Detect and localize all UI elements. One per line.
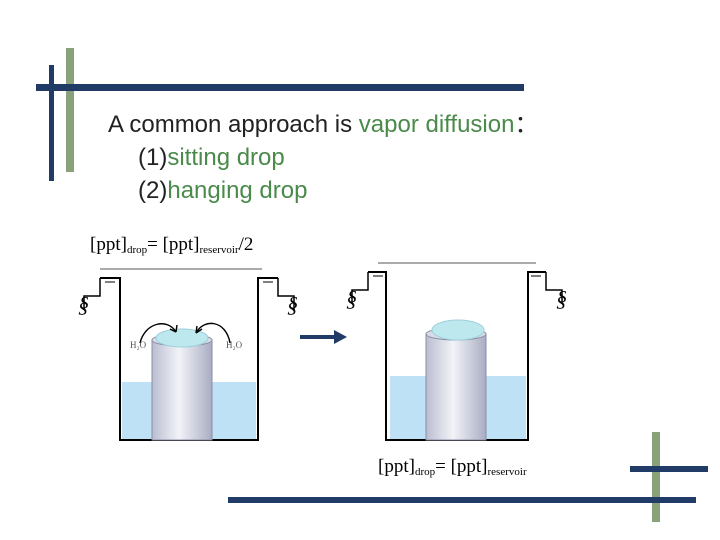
sitting-drop [155,328,209,348]
drop-post [151,339,213,441]
list-item-number: (1) [138,144,168,171]
formula-term: /2 [238,234,254,255]
decor-vertical-bar-top-left-2 [49,65,54,181]
process-arrow [300,330,347,344]
formula-right: [ppt]drop= [ppt]reservoir [378,456,527,478]
decor-horizontal-bar-bottom-right [630,466,708,472]
evaporation-arrow-right [195,322,231,344]
decor-horizontal-bar-bottom [228,497,696,503]
decor-vertical-bar-top-left-1 [66,48,74,172]
decor-horizontal-bar-top [36,84,524,91]
seal-symbol-right: § [287,292,298,317]
seal-symbol-right: § [556,286,567,311]
equilibrium-well: § § [346,262,567,441]
list-item-hanging-drop: (2)hanging drop [138,176,307,206]
formula-term: [ppt] [378,456,415,477]
formula-subscript: drop [414,466,436,478]
formula-term: [ppt] [90,234,127,255]
list-item-label: hanging drop [167,177,308,204]
evaporation-arrow-left [139,323,177,344]
list-item-number: (2) [138,177,168,204]
drop-post [425,333,487,441]
title-suffix: ： [514,111,539,138]
title-line: A common approach is vapor diffusion： [108,110,538,140]
seal-symbol-left: § [346,286,357,311]
list-item-label: sitting drop [167,144,285,171]
decor-vertical-bar-bottom-right [652,432,660,522]
formula-term: = [ppt] [147,234,200,255]
formula-subscript: drop [126,244,148,256]
equilibrated-drop [431,319,485,341]
formula-term: = [ppt] [435,456,488,477]
formula-subscript: reservoir [487,466,527,478]
seal-symbol-left: § [78,292,89,317]
title-prefix: A common approach is [108,111,359,138]
title-highlight: vapor diffusion [358,111,515,138]
formula-subscript: reservoir [199,244,239,256]
sitting-drop-well: H₂O H₂O § § [78,268,298,441]
h2o-label-left: H₂O [130,340,147,350]
list-item-sitting-drop: (1)sitting drop [138,143,285,173]
h2o-label-right: H₂O [226,340,243,350]
formula-left: [ppt]drop= [ppt]reservoir/2 [90,234,253,256]
